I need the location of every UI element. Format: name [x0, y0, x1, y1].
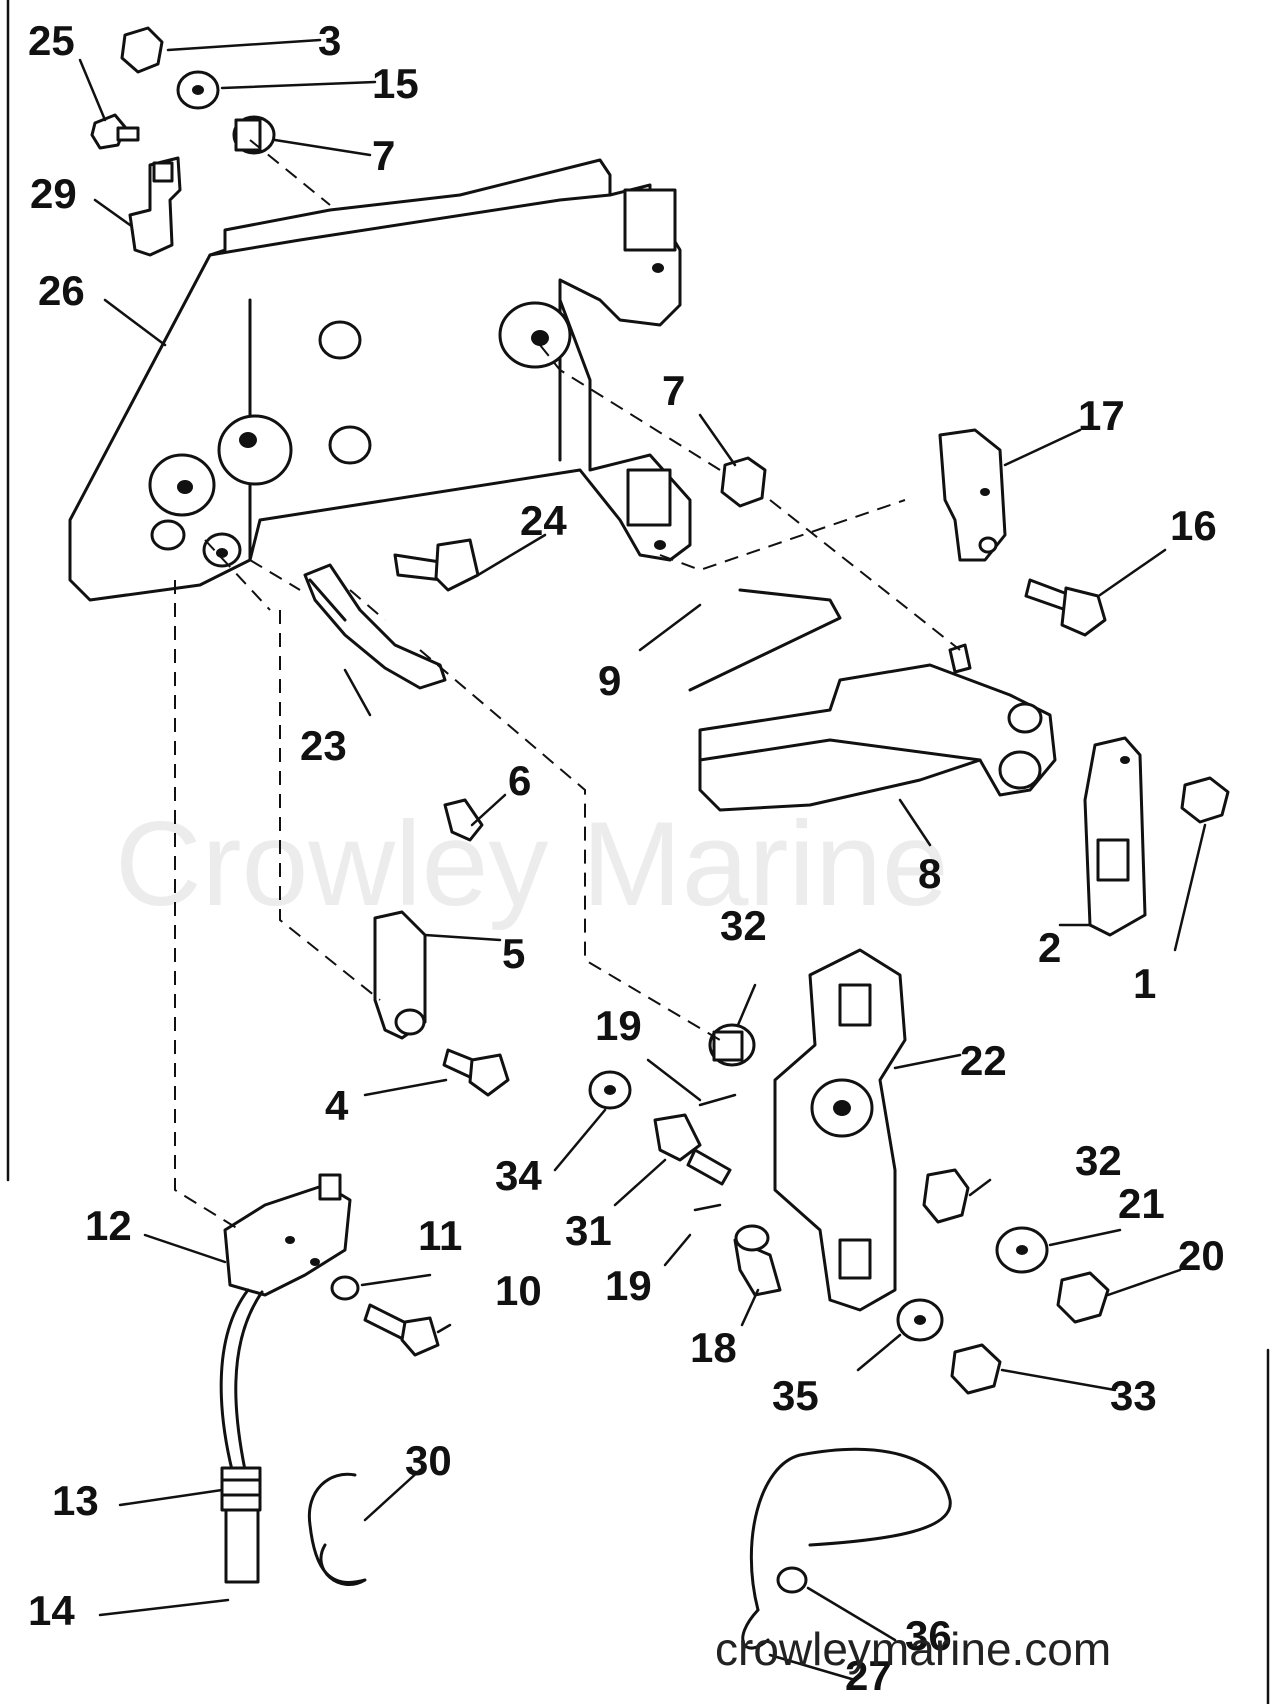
callout-26: 26	[38, 267, 85, 314]
pin-part-19-lower	[693, 1203, 722, 1212]
screw-part-16	[1024, 578, 1107, 637]
callout-24: 24	[520, 497, 567, 544]
screw-part-31	[653, 1113, 732, 1186]
callout-34: 34	[495, 1152, 542, 1199]
callout-6: 6	[508, 757, 531, 804]
clip-part-29	[128, 156, 182, 257]
spring-part-9	[688, 588, 842, 692]
screw-part-10	[363, 1303, 440, 1357]
callout-32-lower: 32	[1075, 1137, 1122, 1184]
callout-36: 36	[905, 1612, 952, 1659]
grommet-part-13	[220, 1466, 262, 1512]
callout-27: 27	[845, 1652, 892, 1699]
cap-part-36	[776, 1566, 808, 1594]
callout-31: 31	[565, 1207, 612, 1254]
callout-19-upper: 19	[595, 1002, 642, 1049]
callout-5: 5	[502, 930, 525, 977]
callout-22: 22	[960, 1037, 1007, 1084]
switch-part-12	[223, 1173, 352, 1297]
washer-part-21	[995, 1226, 1049, 1274]
leader-lines	[78, 38, 1207, 1682]
screw-part-24	[393, 538, 480, 592]
wire-part-27	[749, 1447, 952, 1612]
callout-2: 2	[1038, 924, 1061, 971]
callout-10: 10	[495, 1267, 542, 1314]
callout-12: 12	[85, 1202, 132, 1249]
callout-30: 30	[405, 1437, 452, 1484]
callout-25: 25	[28, 17, 75, 64]
pin-part-18	[733, 1224, 782, 1297]
main-bracket-part-26	[68, 158, 692, 602]
screw-part-4	[442, 1048, 510, 1097]
clip-part-30	[307, 1472, 367, 1587]
callout-35: 35	[772, 1372, 819, 1419]
callout-32-top: 32	[720, 902, 767, 949]
bushing-part-32-top	[708, 1023, 756, 1067]
switch-lead-wire-2	[234, 1290, 264, 1472]
callout-13: 13	[52, 1477, 99, 1524]
alignment-lines	[174, 139, 961, 1231]
callout-21: 21	[1118, 1180, 1165, 1227]
callout-29: 29	[30, 170, 77, 217]
nut-part-1	[1180, 776, 1230, 824]
screw-part-25	[90, 113, 140, 150]
wire-loop-part-27	[741, 1608, 770, 1650]
callout-18: 18	[690, 1324, 737, 1371]
callout-7-middle: 7	[662, 367, 685, 414]
bushing-part-7-middle	[720, 456, 767, 508]
watermark-text: Crowley Marine	[115, 797, 949, 931]
callout-8: 8	[918, 850, 941, 897]
lever-part-8	[698, 643, 1057, 812]
callout-14: 14	[28, 1587, 75, 1634]
site-url-text: crowleymarine.com	[715, 1623, 1111, 1675]
washer-part-15	[176, 70, 220, 110]
callout-33: 33	[1110, 1372, 1157, 1419]
stud-part-23	[303, 563, 447, 690]
pin-part-6	[443, 798, 484, 842]
callout-1: 1	[1133, 960, 1156, 1007]
washer-part-11	[330, 1275, 360, 1301]
washer-part-34	[588, 1070, 632, 1110]
nut-part-3	[120, 26, 164, 74]
callout-labels: 25 3 15 7 29 26 7 17 16 24 9 23 6 8 2 1 …	[28, 17, 1225, 1699]
callout-11: 11	[418, 1212, 462, 1259]
callout-7-top: 7	[372, 132, 395, 179]
bushing-part-32-lower	[922, 1168, 970, 1224]
callout-9: 9	[598, 657, 621, 704]
link-part-2	[1083, 736, 1147, 937]
callout-15: 15	[372, 60, 419, 107]
bushing-part-7-top	[232, 115, 276, 155]
callout-3: 3	[318, 17, 341, 64]
callout-19-lower: 19	[605, 1262, 652, 1309]
nut-part-33	[950, 1343, 1002, 1395]
terminal-part-14	[224, 1508, 260, 1584]
nut-part-20	[1056, 1271, 1110, 1324]
callout-4: 4	[325, 1082, 349, 1129]
lever-part-22	[773, 948, 907, 1312]
callout-20: 20	[1178, 1232, 1225, 1279]
switch-lead-wire	[219, 1288, 250, 1472]
washer-part-35	[896, 1298, 944, 1342]
callout-17: 17	[1078, 392, 1125, 439]
callout-23: 23	[300, 722, 347, 769]
pin-part-19-upper	[698, 1093, 737, 1107]
link-part-5	[373, 910, 427, 1040]
plate-part-17	[938, 428, 1007, 562]
callout-16: 16	[1170, 502, 1217, 549]
